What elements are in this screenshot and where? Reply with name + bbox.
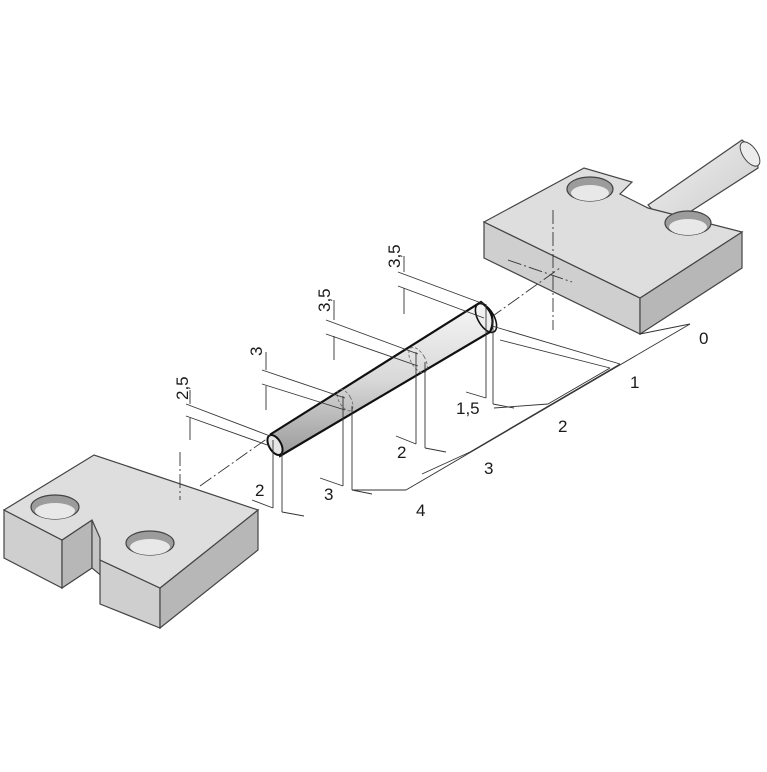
horizontal-label-2-left: 2: [255, 481, 264, 500]
vertical-labels: 2,5 3 3,5 3,5: [173, 244, 404, 400]
scale-label-1: 1: [630, 373, 639, 392]
horizontal-label-3: 3: [324, 485, 333, 504]
horizontal-label-1-5: 1,5: [456, 399, 480, 418]
vertical-label-3-5-right: 3,5: [385, 244, 404, 268]
scale-label-4: 4: [416, 501, 425, 520]
actuator-top-face: [2, 454, 260, 589]
sensor-top-face: [482, 167, 744, 299]
actuator-block: [2, 454, 260, 630]
vertical-label-3-5-left: 3,5: [315, 288, 334, 312]
scale-label-2: 2: [558, 417, 567, 436]
horizontal-labels: 2 3 2 1,5: [255, 399, 480, 504]
scale-label-3: 3: [484, 459, 493, 478]
scale-label-0: 0: [699, 329, 708, 348]
vertical-label-3: 3: [247, 347, 266, 356]
vertical-label-2-5: 2,5: [173, 376, 192, 400]
horizontal-dimensions: [251, 304, 691, 517]
centre-lines: [179, 210, 573, 500]
test-rod: [266, 300, 498, 458]
test-rod-body: [269, 300, 494, 458]
scale-labels: 0 1 2 3 4: [416, 329, 708, 520]
sensor-block: [482, 139, 761, 336]
horizontal-label-2-right: 2: [397, 443, 406, 462]
vertical-dimensions: [185, 256, 485, 447]
